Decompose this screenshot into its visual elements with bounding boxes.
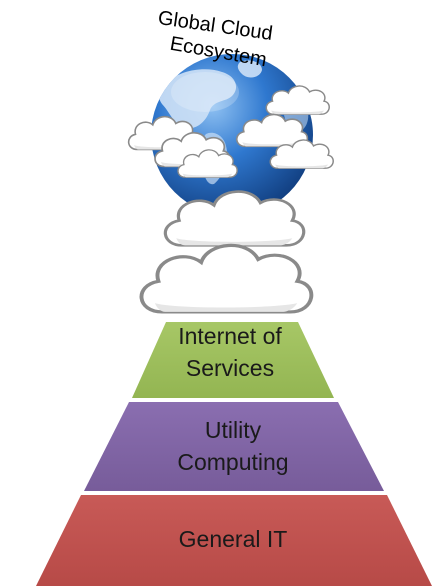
- tier-utility-computing: [84, 402, 384, 491]
- tier-internet-of-services: [132, 322, 334, 398]
- diagram-title: Global Cloud Ecosystem: [156, 7, 274, 71]
- tier-label-utility-line-2: Computing: [177, 449, 288, 475]
- tier-general-it: [36, 495, 432, 586]
- pyramid: [36, 322, 432, 586]
- tier-label-internet-line-1: Internet of: [178, 323, 282, 349]
- tier-label-internet-line-2: Services: [186, 355, 274, 381]
- big-cloud-lower: [139, 243, 314, 314]
- tier-label-utility-line-1: Utility: [205, 417, 262, 443]
- tier-label-general-it: General IT: [179, 526, 288, 552]
